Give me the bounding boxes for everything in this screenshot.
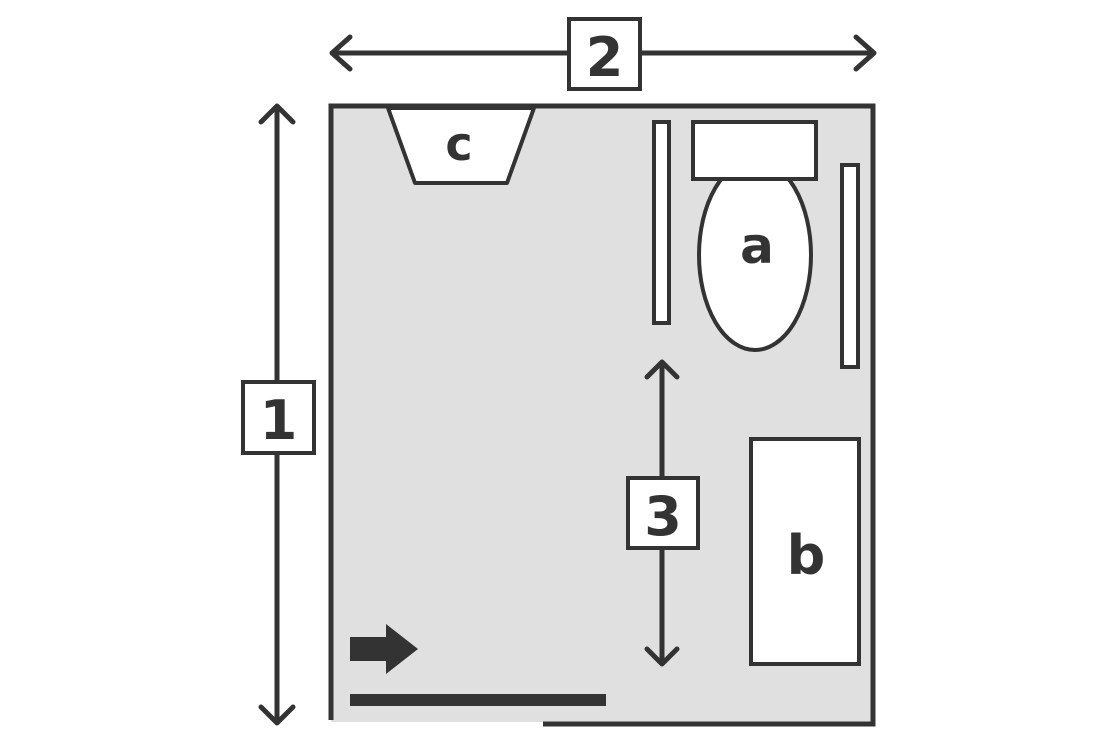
width-label: 2 bbox=[586, 26, 624, 89]
height-label: 1 bbox=[260, 389, 298, 452]
bench-label: b bbox=[787, 524, 826, 587]
toilet-label: a bbox=[740, 217, 774, 275]
grab-bar-right bbox=[840, 163, 860, 369]
height-dimension: 1 bbox=[241, 103, 316, 726]
sink: c bbox=[386, 106, 536, 185]
toilet-tank bbox=[691, 120, 818, 181]
door-threshold bbox=[350, 694, 606, 706]
arrow-right-icon bbox=[350, 624, 418, 674]
bench: b bbox=[749, 437, 861, 666]
clearance-label: 3 bbox=[644, 485, 682, 548]
grab-bar-left bbox=[652, 120, 671, 325]
clearance-dimension: 3 bbox=[626, 359, 700, 667]
toilet: a bbox=[691, 120, 818, 352]
sink-label: c bbox=[445, 117, 472, 171]
room-wall bbox=[328, 103, 876, 727]
width-dimension: 2 bbox=[329, 17, 877, 91]
